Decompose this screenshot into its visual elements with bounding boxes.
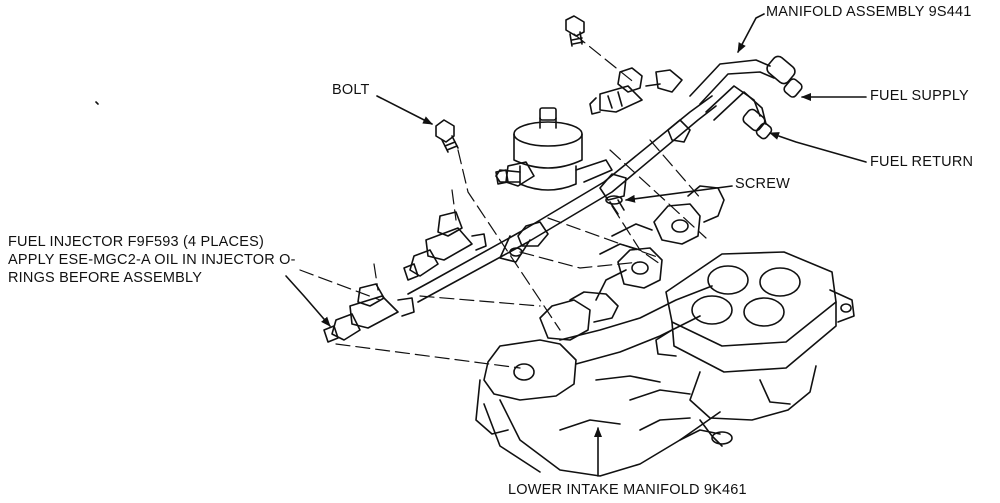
throttle-bore-4 (743, 297, 785, 327)
fuel-rail (407, 55, 803, 303)
leader-injector (285, 275, 331, 327)
alignment-lines (299, 33, 707, 369)
bolt-upper (565, 15, 585, 47)
leader-bolt (376, 95, 433, 125)
label-fuel-supply: FUEL SUPPLY (870, 88, 969, 104)
label-manifold-assembly: MANIFOLD ASSEMBLY 9S441 (766, 4, 972, 20)
throttle-body-flange (665, 251, 837, 347)
screw (605, 195, 625, 215)
label-injector-line-1: FUEL INJECTOR F9F593 (4 PLACES) (8, 234, 264, 250)
lower-intake-manifold (475, 185, 855, 477)
fuel-injector-4 (323, 283, 415, 343)
fuel-injector-3 (403, 211, 487, 281)
label-fuel-return: FUEL RETURN (870, 154, 974, 170)
label-injector-line-3: RINGS BEFORE ASSEMBLY (8, 270, 203, 286)
leader-fuel-return (769, 132, 867, 163)
throttle-bore-1 (707, 265, 749, 295)
leader-manifold-assembly (737, 13, 765, 53)
label-screw: SCREW (735, 176, 790, 192)
leader-lines (285, 13, 867, 477)
fuel-injector-2 (495, 161, 535, 187)
label-bolt: BOLT (332, 82, 370, 98)
throttle-bore-2 (759, 267, 801, 297)
fuel-injector-1 (589, 67, 683, 115)
pressure-regulator (495, 107, 613, 191)
throttle-bore-3 (691, 295, 733, 325)
bolt-left (435, 119, 459, 153)
label-injector-line-2: APPLY ESE-MGC2-A OIL IN INJECTOR O- (8, 252, 296, 268)
dash-mark (95, 101, 99, 105)
label-lower-intake-manifold: LOWER INTAKE MANIFOLD 9K461 (508, 482, 747, 498)
